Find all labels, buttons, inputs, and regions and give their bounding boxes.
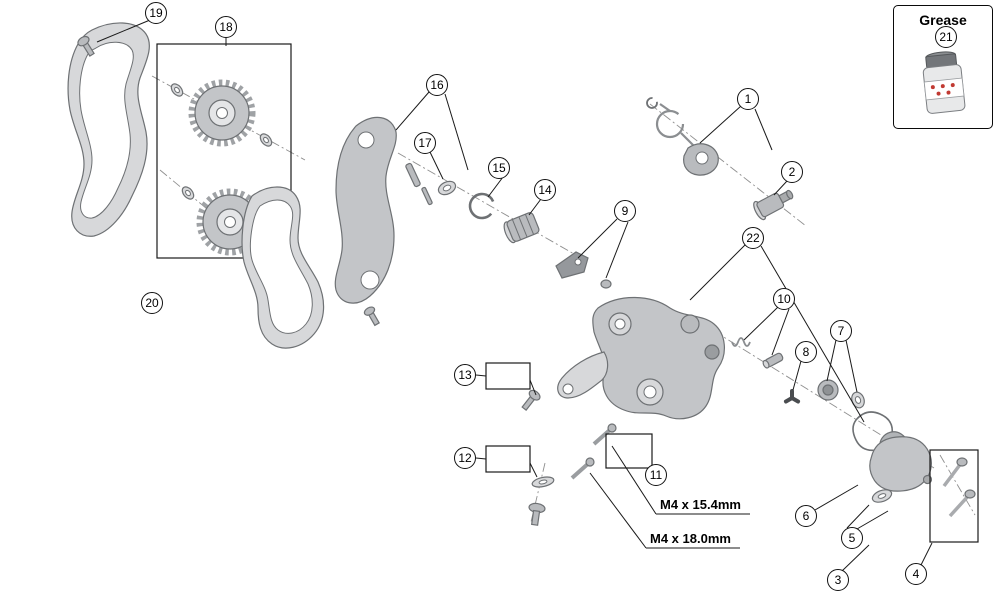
adjust-cap (817, 379, 839, 401)
small-pin (421, 186, 433, 206)
callout-15: 15 (488, 157, 510, 179)
callout-16: 16 (426, 74, 448, 96)
outer-plate (67, 22, 150, 237)
callout-14: 14 (534, 179, 556, 201)
bracket-arm (334, 116, 397, 304)
pulley-assembly-box (156, 43, 292, 259)
stopper-washer (531, 476, 555, 488)
callout-22: 22 (742, 227, 764, 249)
callout-19: 19 (145, 2, 167, 24)
leader-lines (96, 19, 979, 572)
callout-4: 4 (905, 563, 927, 585)
callout-11-bracket (605, 433, 653, 469)
callout-11: 11 (645, 464, 667, 486)
callout-21: 21 (935, 26, 957, 48)
guide-pulley (188, 79, 256, 147)
wire-clip (783, 389, 801, 404)
callout-17: 17 (414, 132, 436, 154)
small-spring (731, 337, 751, 347)
callout-6: 6 (795, 505, 817, 527)
callout-13: 13 (454, 364, 476, 386)
callout-12: 12 (454, 447, 476, 469)
tension-spring (655, 103, 695, 147)
callout-13-bracket (485, 362, 531, 390)
tension-pulley (196, 188, 264, 256)
callout-8: 8 (795, 341, 817, 363)
bracket-axle (753, 189, 794, 221)
callout-9: 9 (614, 200, 636, 222)
derailleur-body (557, 297, 725, 420)
snap-ring (468, 192, 496, 220)
callout-7: 7 (830, 320, 852, 342)
plug-pin (762, 352, 784, 369)
stopper-bolt (528, 502, 546, 526)
case-screws (942, 457, 976, 518)
inner-plate (241, 186, 325, 349)
adjust-screws (570, 423, 617, 480)
cable-guide-lever (555, 251, 612, 289)
cable-tube (871, 489, 893, 503)
e-ring (646, 97, 658, 109)
cap-washer (851, 391, 865, 409)
plate-screw (77, 35, 95, 57)
callout-20: 20 (141, 292, 163, 314)
roll-pin (405, 162, 421, 188)
callout-5: 5 (841, 527, 863, 549)
callout-10: 10 (773, 288, 795, 310)
mount-bolt (521, 389, 541, 411)
bushing (503, 212, 540, 244)
axle-washer (437, 180, 457, 196)
dimension-label-m4-15-4: M4 x 15.4mm (660, 497, 741, 512)
grease-legend-box: Grease (893, 5, 993, 129)
callout-18: 18 (215, 16, 237, 38)
callout-1: 1 (737, 88, 759, 110)
dimension-label-m4-18-0: M4 x 18.0mm (650, 531, 731, 546)
case-unit (869, 431, 933, 492)
bushing-cover (683, 143, 719, 176)
pulley-bolt (363, 306, 380, 327)
grease-jar-icon (922, 51, 966, 114)
callout-4-bracket (929, 449, 979, 543)
callout-3: 3 (827, 569, 849, 591)
grease-label: Grease (919, 12, 967, 28)
callout-12-bracket (485, 445, 531, 473)
callout-2: 2 (781, 161, 803, 183)
